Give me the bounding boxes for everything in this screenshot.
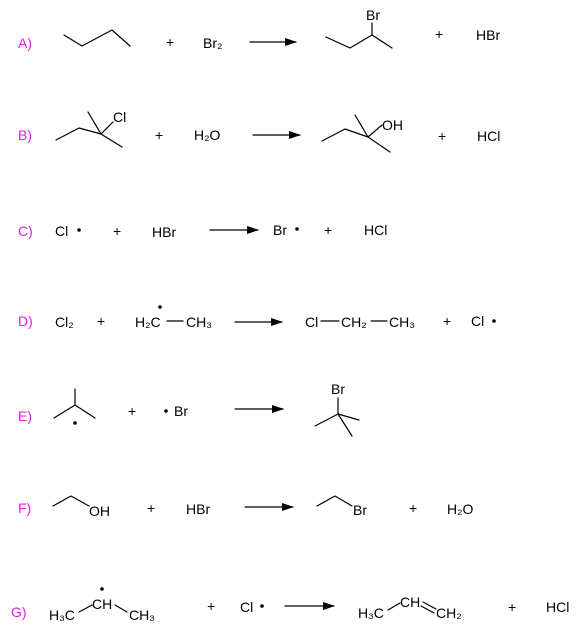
substituent-label: Cl bbox=[113, 109, 126, 125]
methyl-bond bbox=[337, 413, 353, 437]
product-ch3: CH₃ bbox=[389, 314, 415, 330]
methyl-bond bbox=[87, 111, 102, 135]
radical-dot bbox=[77, 228, 81, 232]
reaction-a: A) + Br₂ Br + HBr bbox=[18, 7, 500, 51]
ethyl-radical-ch3: CH₃ bbox=[186, 314, 212, 330]
reactant-formula: Cl₂ bbox=[55, 314, 74, 330]
methyl-bond bbox=[337, 413, 360, 421]
plus-sign: + bbox=[155, 127, 163, 143]
plus-sign: + bbox=[508, 599, 516, 615]
alkene-ch2: CH₂ bbox=[436, 605, 462, 621]
plus-sign: + bbox=[207, 598, 215, 614]
plus-sign: + bbox=[435, 26, 443, 42]
reaction-label: C) bbox=[18, 223, 33, 239]
ethyl-radical-ch2: H₂C bbox=[135, 314, 161, 330]
methyl-bond bbox=[354, 114, 369, 138]
product-ch2: CH₂ bbox=[341, 314, 367, 330]
chlorine-radical: Cl bbox=[471, 313, 484, 329]
reactant-formula: HBr bbox=[186, 501, 210, 517]
reaction-g: G) H₃C CH CH₃ + Cl H₃C CH CH₂ + HCl bbox=[11, 587, 569, 623]
c-c-bond bbox=[387, 602, 401, 611]
byproduct-formula: H₂O bbox=[447, 501, 474, 517]
reaction-label: B) bbox=[18, 127, 32, 143]
c-c-bond bbox=[78, 604, 93, 613]
product-cl: Cl bbox=[305, 314, 318, 330]
reaction-e: E) + Br Br bbox=[18, 381, 360, 437]
bromine-radical: Br bbox=[273, 222, 287, 238]
radical-dot bbox=[158, 305, 162, 309]
alkene-ch: CH bbox=[400, 594, 420, 610]
substituent-label: Br bbox=[353, 502, 367, 518]
double-bond-line-1 bbox=[422, 601, 437, 610]
plus-sign: + bbox=[409, 500, 417, 516]
methyl-group: H₃C bbox=[358, 605, 384, 621]
reaction-label: E) bbox=[18, 408, 32, 424]
bromine-radical: Br bbox=[174, 403, 188, 419]
reagent-formula: H₂O bbox=[194, 127, 221, 143]
reaction-f: F) OH + HBr Br + H₂O bbox=[18, 495, 474, 519]
substituent-label: OH bbox=[382, 117, 403, 133]
reaction-c: C) Cl + HBr Br + HCl bbox=[18, 222, 387, 240]
reactant-formula: HBr bbox=[152, 224, 176, 240]
bromoethane-skeleton bbox=[316, 495, 353, 507]
methyl-group: CH₃ bbox=[129, 607, 155, 623]
reaction-label: A) bbox=[18, 35, 32, 51]
ethanol-skeleton bbox=[52, 495, 90, 507]
substituent-label: OH bbox=[89, 503, 110, 519]
butane-skeleton bbox=[63, 29, 131, 47]
product-formula: HCl bbox=[364, 222, 387, 238]
radical-center: CH bbox=[92, 596, 112, 612]
c-oh-bond bbox=[367, 124, 383, 138]
plus-sign: + bbox=[438, 128, 446, 144]
byproduct-formula: HBr bbox=[476, 27, 500, 43]
chlorine-radical: Cl bbox=[55, 223, 68, 239]
reaction-label: D) bbox=[18, 313, 33, 329]
methylbutanol-skeleton bbox=[321, 128, 391, 153]
plus-sign: + bbox=[113, 223, 121, 239]
radical-dot bbox=[492, 319, 496, 323]
radical-dot bbox=[164, 409, 168, 413]
plus-sign: + bbox=[128, 403, 136, 419]
radical-dot bbox=[73, 421, 77, 425]
reaction-label: G) bbox=[11, 604, 27, 620]
bromobutane-skeleton bbox=[325, 34, 393, 49]
radical-dot bbox=[100, 587, 104, 591]
c-c-bond bbox=[114, 604, 128, 613]
plus-sign: + bbox=[97, 313, 105, 329]
methyl-group: H₃C bbox=[49, 607, 75, 623]
tert-butyl-radical-skeleton bbox=[53, 404, 96, 419]
plus-sign: + bbox=[166, 34, 174, 50]
plus-sign: + bbox=[324, 222, 332, 238]
plus-sign: + bbox=[147, 500, 155, 516]
byproduct-formula: HCl bbox=[477, 128, 500, 144]
double-bond-line-2 bbox=[420, 605, 435, 614]
chlorine-radical: Cl bbox=[240, 599, 253, 615]
radical-dot bbox=[295, 227, 299, 231]
substituent-label: Br bbox=[331, 381, 345, 397]
substituent-label: Br bbox=[366, 7, 380, 23]
reagent-formula: Br₂ bbox=[203, 35, 222, 51]
radical-dot bbox=[260, 604, 264, 608]
methyl-bond bbox=[314, 413, 339, 427]
byproduct-formula: HCl bbox=[546, 599, 569, 615]
reaction-d: D) Cl₂ + H₂C CH₃ Cl CH₂ CH₃ + Cl bbox=[18, 305, 496, 330]
plus-sign: + bbox=[443, 313, 451, 329]
reaction-b: B) Cl + H₂O OH + HCl bbox=[18, 109, 500, 153]
c-cl-bond bbox=[100, 121, 114, 135]
reaction-label: F) bbox=[18, 500, 31, 516]
chloromethylbutane-skeleton bbox=[55, 127, 123, 148]
